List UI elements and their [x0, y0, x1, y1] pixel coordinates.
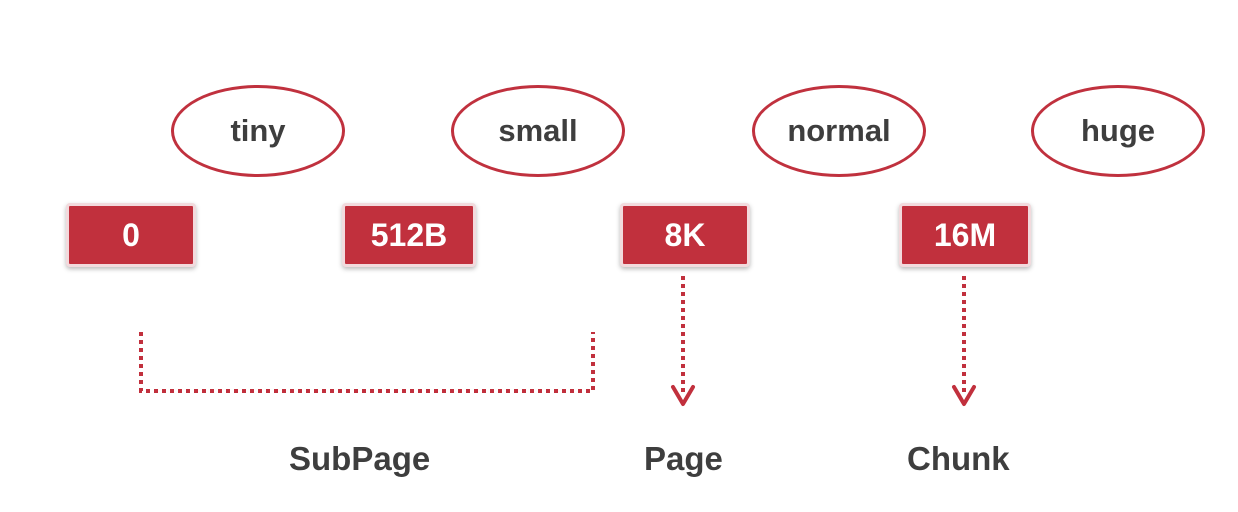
category-label: small — [498, 113, 578, 148]
threshold-8k: 8K — [620, 203, 750, 267]
chunk-arrow-head — [952, 385, 976, 406]
target-page: Page — [644, 440, 723, 477]
category-label: normal — [787, 113, 891, 148]
category-label: tiny — [230, 113, 286, 148]
category-tiny: tiny — [171, 85, 345, 177]
category-small: small — [451, 85, 625, 177]
subpage-bracket — [139, 332, 595, 393]
threshold-label: 8K — [664, 216, 706, 253]
target-chunk: Chunk — [907, 440, 1010, 477]
threshold-512b: 512B — [342, 203, 476, 267]
category-huge: huge — [1031, 85, 1205, 177]
page-arrow-head — [671, 385, 695, 406]
category-label: huge — [1080, 113, 1156, 148]
threshold-label: 0 — [122, 216, 140, 253]
threshold-0: 0 — [66, 203, 196, 267]
target-subpage: SubPage — [289, 440, 431, 477]
threshold-label: 16M — [933, 216, 997, 253]
threshold-label: 512B — [370, 216, 448, 253]
threshold-16m: 16M — [899, 203, 1031, 267]
category-normal: normal — [752, 85, 926, 177]
